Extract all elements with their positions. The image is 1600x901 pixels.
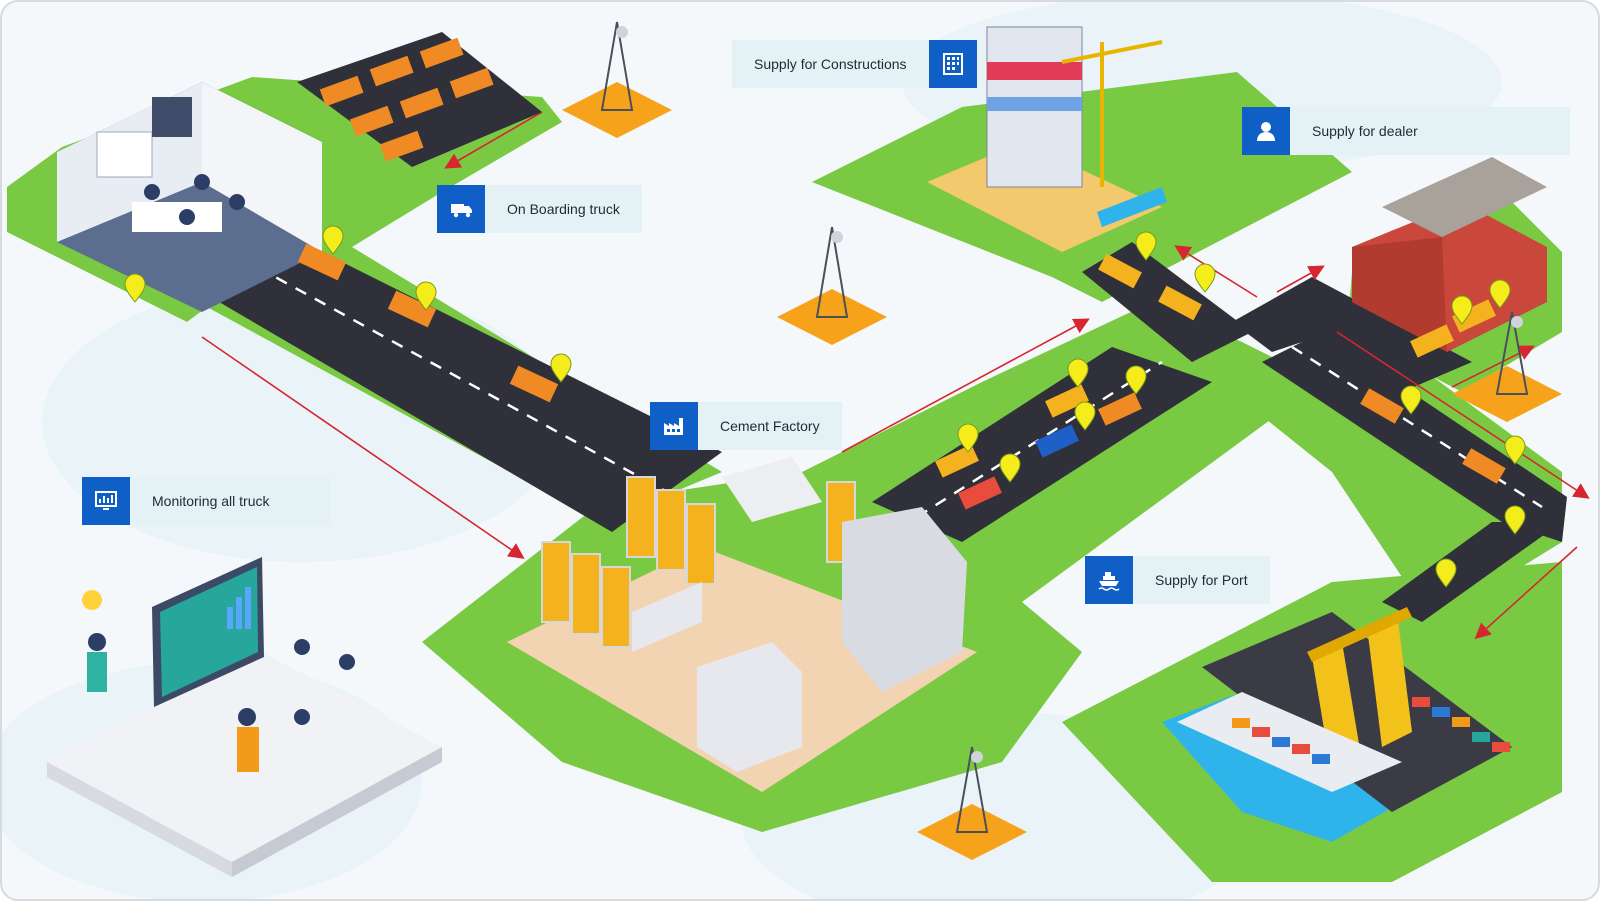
label-supply-for-dealer: Supply for dealer [1242,107,1570,155]
label-text: Supply for Constructions [732,40,929,88]
truck-parking-lot [297,32,542,167]
road-to-port [1382,522,1562,622]
cement-factory-plant [507,457,977,792]
flow-arrows [201,111,1590,640]
label-text: On Boarding truck [485,185,642,233]
label-on-boarding-truck: On Boarding truck [437,185,642,233]
moving-trucks [297,243,1506,510]
arrow-office-to-factory [201,336,525,559]
ship-icon [1085,556,1133,604]
label-text: Supply for Port [1133,556,1270,604]
port-dock [1202,612,1512,812]
road-office-to-factory [202,242,722,532]
arrow-to-port [1474,546,1578,640]
silos [541,476,856,648]
parked-trucks [319,37,494,162]
tower-middle [777,226,887,345]
label-text: Monitoring all truck [130,477,330,525]
factory-icon [650,402,698,450]
monitor-dashboard-icon [82,477,130,525]
arrow-onboarding [444,111,543,169]
arrow-factory-to-highway [841,318,1090,453]
port-containers [1412,697,1510,752]
building-icon [928,40,977,88]
road-to-dealer [1232,277,1472,392]
dealer-warehouse [1352,157,1547,352]
label-supply-for-constructions: Supply for Constructions [732,40,977,88]
arrow-right-down [1336,331,1590,499]
construction-site [927,26,1167,252]
road-right-down [1262,332,1567,542]
chart-bars-on-screen [227,587,251,629]
truck-icon [437,185,485,233]
container-ship [1177,692,1402,792]
label-text: Supply for dealer [1290,107,1570,155]
tower-bottom [917,746,1027,860]
monitoring-office [47,557,442,877]
label-cement-factory: Cement Factory [650,402,842,450]
arrow-to-construction [1174,245,1258,298]
tower-top [562,21,672,138]
label-supply-for-port: Supply for Port [1085,556,1270,604]
person-icon [1242,107,1290,155]
radio-towers [562,21,1562,860]
tower-right [1452,311,1562,422]
label-monitoring-all-truck: Monitoring all truck [82,477,330,525]
office-building [57,82,322,312]
road-dashes [256,265,1543,519]
label-text: Cement Factory [698,402,842,450]
arrow-to-dealer [1276,265,1325,293]
location-pins [124,225,1526,588]
